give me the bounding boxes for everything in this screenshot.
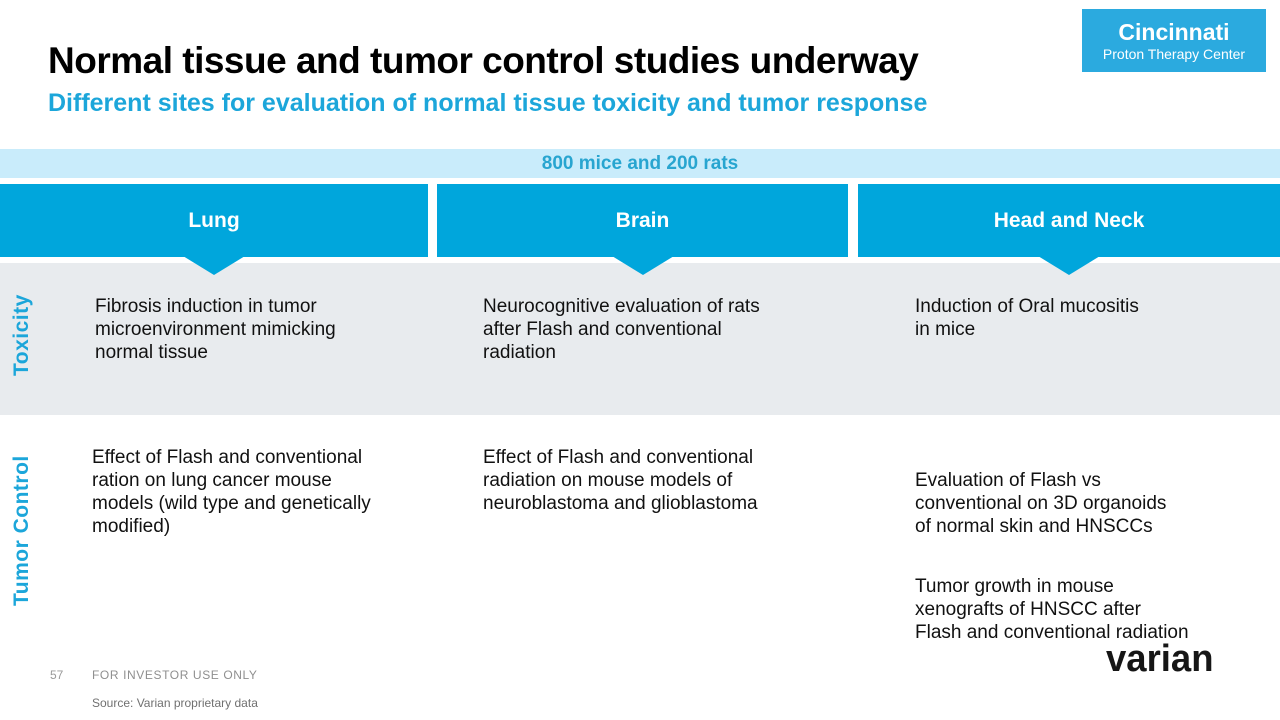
page-title: Normal tissue and tumor control studies … — [48, 40, 919, 81]
classification-label: FOR INVESTOR USE ONLY — [92, 668, 258, 682]
source-label: Source: Varian proprietary data — [92, 696, 258, 710]
page-subtitle: Different sites for evaluation of normal… — [48, 89, 928, 117]
column-header-brain-label: Brain — [615, 208, 670, 232]
page-number: 57 — [50, 668, 64, 682]
cincinnati-brand-box: Cincinnati Proton Therapy Center — [1082, 9, 1266, 72]
column-header-lung: Lung — [0, 184, 428, 275]
column-header-brain: Brain — [437, 184, 848, 275]
toxicity-row-background — [0, 263, 1280, 415]
subject-count-text: 800 mice and 200 rats — [541, 152, 739, 174]
toxicity-cell-brain: Neurocognitive evaluation of rats after … — [483, 296, 760, 363]
brand-tagline: Proton Therapy Center — [1102, 45, 1246, 62]
subject-count-banner: 800 mice and 200 rats — [0, 149, 1280, 178]
tumor-control-head-and-neck-paragraph-1: Evaluation of Flash vs conventional on 3… — [915, 470, 1167, 537]
row-label-toxicity: Toxicity — [10, 294, 33, 376]
tumor-control-cell-head-and-neck: Evaluation of Flash vs conventional on 3… — [915, 446, 1189, 667]
arrow-down-icon — [183, 256, 245, 275]
column-header-head-and-neck: Head and Neck — [858, 184, 1280, 275]
column-header-head-and-neck-label: Head and Neck — [993, 208, 1145, 232]
tumor-control-head-and-neck-paragraph-2: Tumor growth in mouse xenografts of HNSC… — [915, 576, 1189, 643]
tumor-control-cell-brain: Effect of Flash and conventional radiati… — [483, 447, 758, 514]
column-header-lung-label: Lung — [188, 208, 240, 232]
arrow-down-icon — [1038, 256, 1100, 275]
row-label-tumor-control: Tumor Control — [10, 455, 33, 606]
brand-name: Cincinnati — [1118, 18, 1230, 45]
toxicity-cell-head-and-neck: Induction of Oral mucositis in mice — [915, 296, 1139, 340]
varian-logo: varian — [1106, 638, 1214, 680]
toxicity-cell-lung: Fibrosis induction in tumor microenviron… — [95, 296, 336, 363]
arrow-down-icon — [611, 256, 674, 275]
tumor-control-cell-lung: Effect of Flash and conventional ration … — [92, 447, 371, 537]
